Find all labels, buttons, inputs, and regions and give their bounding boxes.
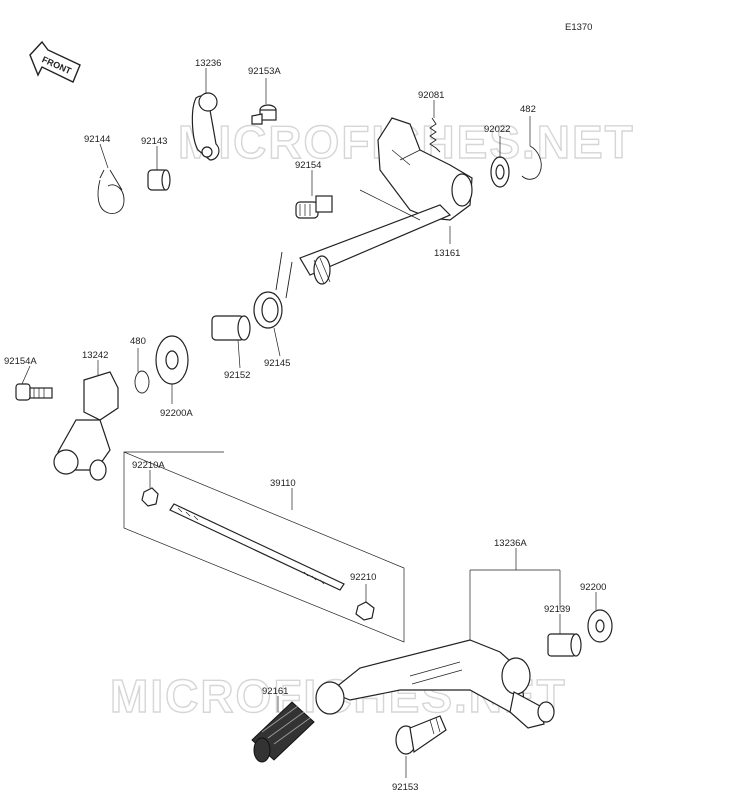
spring-92145-icon [253, 251, 293, 329]
label-92022: 92022 [484, 124, 510, 135]
pedal-13236A-icon [315, 639, 555, 729]
label-13236A: 13236A [494, 538, 527, 549]
lever-13236-icon [191, 92, 220, 161]
shift-shaft-13161-icon [299, 117, 473, 285]
rod-group-bracket [123, 451, 405, 643]
label-13242: 13242 [82, 350, 108, 361]
label-482: 482 [520, 104, 536, 115]
label-92139: 92139 [544, 604, 570, 615]
spring-92081-icon [429, 117, 441, 153]
label-92210A: 92210A [132, 460, 165, 471]
label-92153A: 92153A [248, 66, 281, 77]
label-13161: 13161 [434, 248, 460, 259]
bolt-92153A-icon [251, 104, 277, 125]
collar-92143-icon [147, 169, 171, 191]
label-92153: 92153 [392, 782, 418, 793]
label-39110: 39110 [270, 478, 296, 489]
washer-92200-icon [587, 609, 613, 643]
label-92152: 92152 [224, 370, 250, 381]
nut-92210-icon [355, 601, 375, 621]
lever-13242-icon [53, 371, 119, 481]
label-92210: 92210 [350, 572, 376, 583]
label-92144: 92144 [84, 134, 110, 145]
bolt-92153-icon [395, 715, 447, 755]
label-92154A: 92154A [4, 356, 37, 367]
label-13236: 13236 [195, 58, 221, 69]
spring-92144-icon [97, 169, 125, 214]
circlip-482-icon [521, 145, 542, 180]
collar-92152-icon [211, 315, 251, 341]
bolt-92154-icon [295, 195, 333, 219]
washer-92200A-icon [155, 335, 189, 385]
rubber-92161-icon [251, 701, 315, 763]
front-arrow-icon: FRONT [29, 40, 81, 83]
bolt-92154A-icon [15, 383, 53, 401]
label-92143: 92143 [141, 136, 167, 147]
label-92200: 92200 [580, 582, 606, 593]
rod-39110-icon [169, 503, 345, 591]
washer-92022-icon [490, 156, 510, 188]
nut-92210A-icon [141, 487, 159, 507]
label-92200A: 92200A [160, 408, 193, 419]
leader-lines [21, 68, 597, 778]
label-92161: 92161 [262, 686, 288, 697]
label-480: 480 [130, 336, 146, 347]
label-92154: 92154 [295, 160, 321, 171]
label-92145: 92145 [264, 358, 290, 369]
diagram-code: E1370 [565, 22, 592, 33]
circlip-480-icon [134, 370, 150, 394]
label-92081: 92081 [418, 90, 444, 101]
collar-92139-icon [547, 633, 582, 657]
